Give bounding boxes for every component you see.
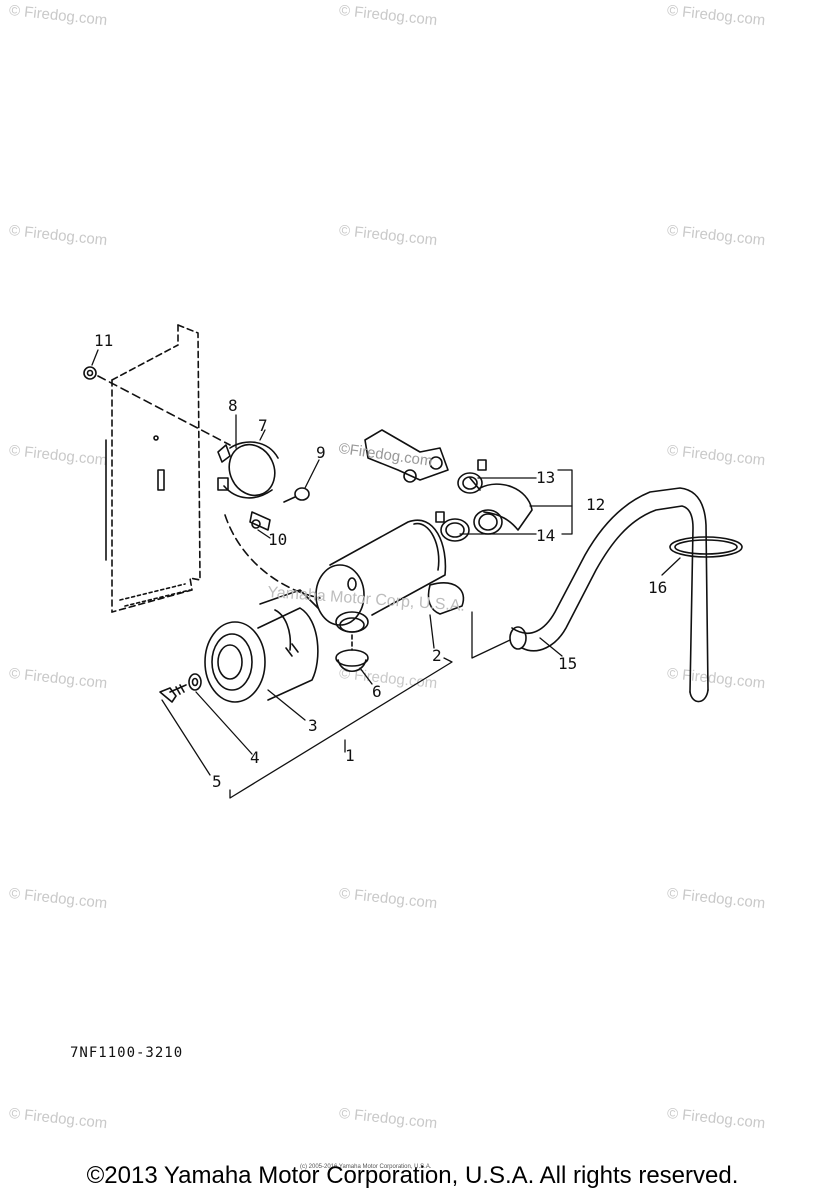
callout-1: 1: [345, 746, 355, 765]
part-11-nut: [83, 366, 231, 446]
part-16-hose-clamp: [669, 536, 743, 558]
callout-11: 11: [94, 331, 114, 350]
part-7-band-clamp: [217, 441, 279, 531]
carburetor-outline: [364, 429, 449, 483]
part-4-washer: [188, 673, 202, 691]
part-13-hose-clamp: [457, 459, 487, 494]
callout-5: 5: [212, 772, 222, 791]
mounting-panel: [105, 324, 201, 613]
callout-2: 2: [432, 646, 442, 665]
part-6-drain-cup: [335, 611, 369, 673]
part-15-breather-hose: [509, 487, 709, 703]
callout-12: 12: [586, 495, 606, 514]
callout-10: 10: [268, 530, 288, 549]
callout-13: 13: [536, 468, 556, 487]
part-3-filter-element: [204, 589, 319, 703]
part-5-wing-bolt: [159, 684, 187, 703]
assembly-path: [224, 514, 321, 599]
diagram-code: 7NF1100-3210: [70, 1045, 184, 1061]
callout-8: 8: [228, 396, 238, 415]
callout-14: 14: [536, 526, 556, 545]
callout-4: 4: [250, 748, 260, 767]
part-9-bolt: [283, 487, 310, 503]
part-14-hose-clamp: [435, 511, 470, 542]
part-12-elbow: [469, 477, 533, 535]
callout-3: 3: [308, 716, 318, 735]
callout-7: 7: [258, 416, 268, 435]
callout-15: 15: [558, 654, 578, 673]
callout-16: 16: [648, 578, 668, 597]
leader-lines: [91, 349, 681, 799]
callout-9: 9: [316, 443, 326, 462]
copyright-footer: ©2013 Yamaha Motor Corporation, U.S.A. A…: [86, 1162, 739, 1189]
callout-6: 6: [372, 682, 382, 701]
small-copyright-notice: (c) 2005-2016 Yamaha Motor Corporation, …: [300, 1164, 432, 1170]
